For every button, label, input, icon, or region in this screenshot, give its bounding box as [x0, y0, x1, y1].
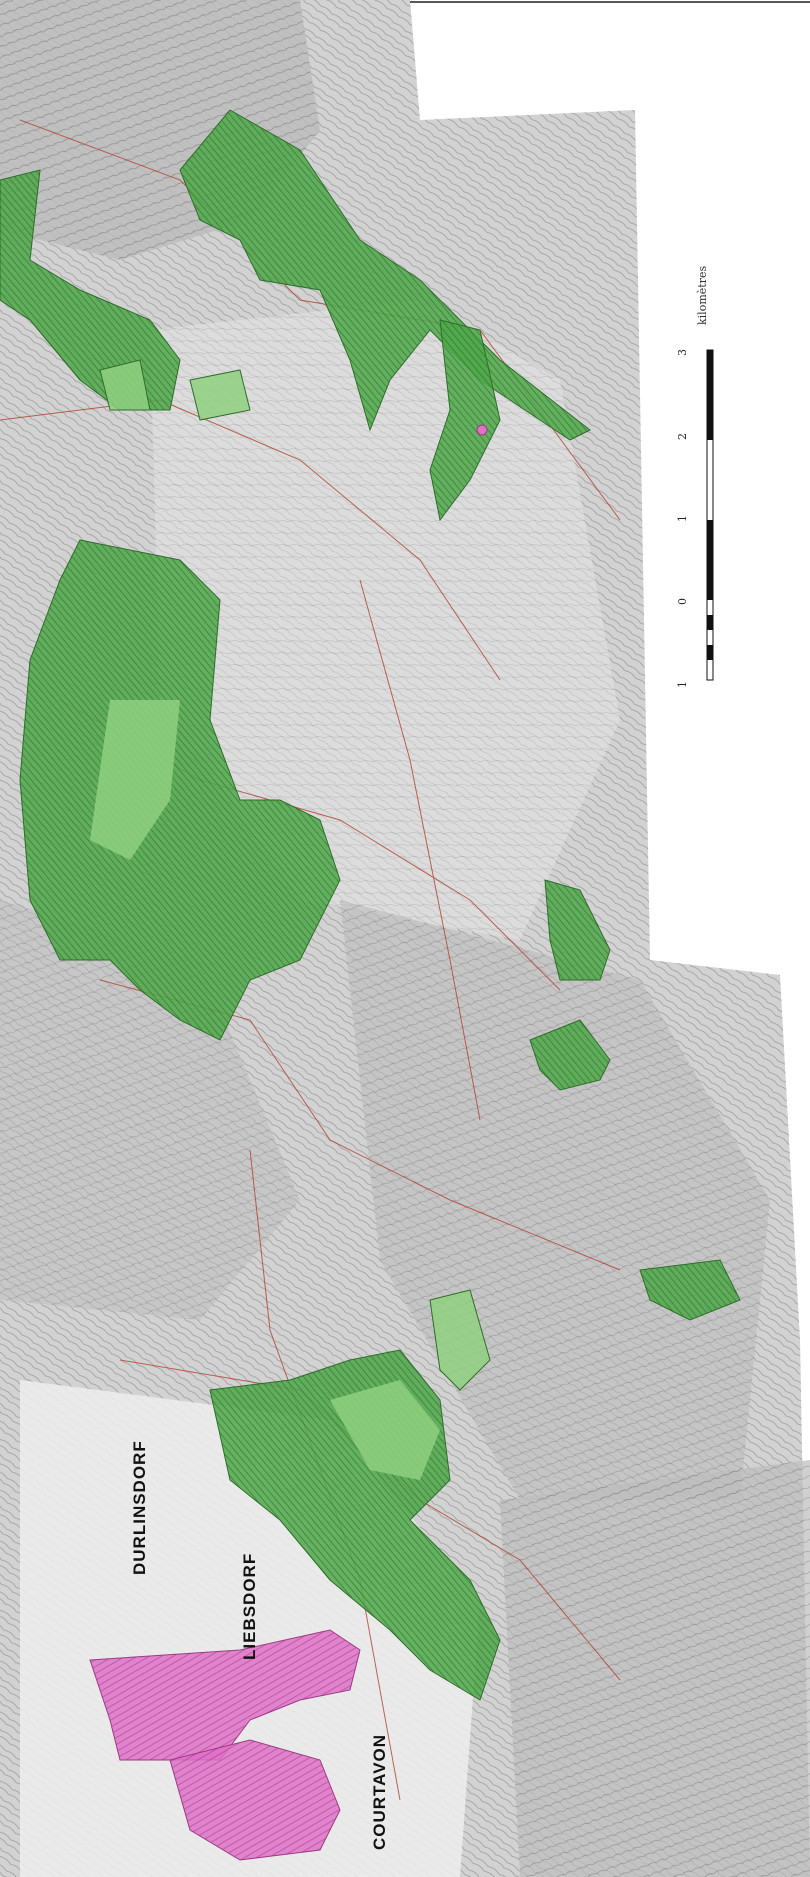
- scale-tick-label: 3: [676, 349, 689, 356]
- town-label-durlinsdorf: DURLINSDORF: [130, 1440, 149, 1575]
- forest-zone-east-2: [529, 1019, 611, 1091]
- forest-zone-southeast: [639, 1259, 741, 1321]
- scale-bar: 1 0 1 2 3 kilomètres: [676, 266, 714, 688]
- forest-zone-patch-2: [99, 359, 151, 411]
- protected-zones: [89, 424, 488, 1861]
- forest-zone-northwest: [0, 169, 181, 411]
- forest-zone-patch-3: [429, 319, 501, 522]
- protected-zone-marker: [476, 424, 488, 436]
- scale-bar-segment-4: [707, 645, 713, 660]
- scale-bar-segment-1: [707, 350, 713, 440]
- scale-bar-segment-3: [707, 615, 713, 630]
- scale-tick-label: 1: [676, 681, 689, 688]
- town-label-liebsdorf: LIEBSDORF: [240, 1553, 259, 1660]
- town-label-courtavon: COURTAVON: [370, 1734, 389, 1850]
- town-labels: DURLINSDORF LIEBSDORF COURTAVON: [130, 1440, 389, 1850]
- protected-zone-liebsdorf: [89, 1629, 361, 1761]
- scale-tick-label: 1: [676, 515, 689, 522]
- forest-zone-main-light: [90, 700, 180, 860]
- forest-zone-patch-4: [429, 1289, 491, 1391]
- forest-zone-south-light: [330, 1380, 440, 1480]
- scale-tick-label: 0: [676, 598, 689, 605]
- forest-zone-main: [19, 539, 341, 1041]
- forest-zones: [0, 109, 741, 1701]
- scale-bar-segment-2: [707, 520, 713, 600]
- scale-tick-label: 2: [676, 433, 689, 440]
- forest-zone-patch-1: [189, 369, 251, 421]
- scale-unit-label: kilomètres: [696, 266, 709, 325]
- protected-zone-courtavon: [169, 1739, 341, 1861]
- forest-zone-north: [179, 109, 591, 441]
- forest-zone-east: [544, 879, 611, 981]
